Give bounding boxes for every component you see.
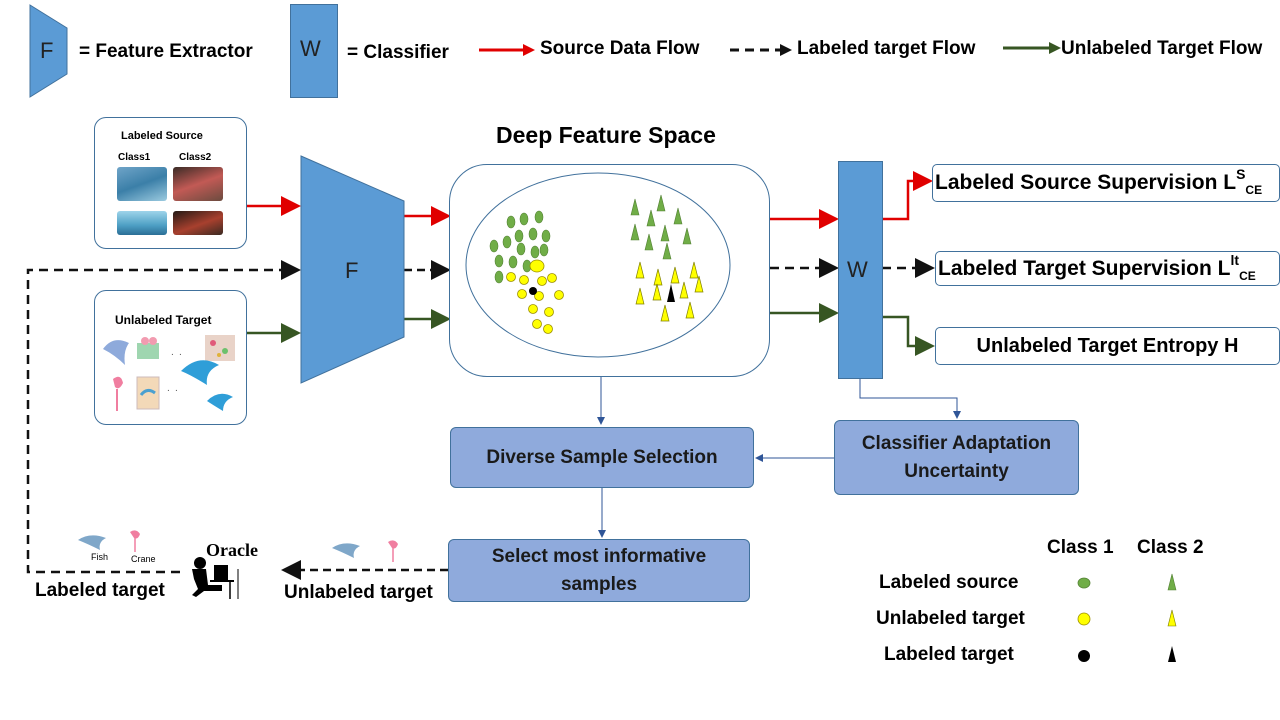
source-supervision-text: Labeled Source Supervision L	[935, 171, 1237, 194]
labeled-source-panel: Labeled Source Class1 Class2	[94, 117, 247, 249]
class2-source-cluster	[630, 194, 692, 260]
legend-row-labeled-target: Labeled target	[884, 644, 1014, 665]
select-informative-line2: samples	[560, 573, 638, 595]
feature-extractor-block	[300, 155, 405, 384]
svg-text:.: .	[175, 383, 178, 394]
entropy-box: Unlabeled Target Entropy H	[935, 327, 1280, 365]
feature-space-plot	[465, 172, 731, 358]
dolphin-image	[117, 211, 167, 235]
class1-labeled-target	[529, 287, 537, 295]
classifier-adaptation-box: Classifier Adaptation Uncertainty	[834, 420, 1079, 495]
classifier-block	[838, 161, 883, 379]
target-supervision-sub: CE	[1239, 268, 1256, 283]
svg-text:.: .	[167, 383, 170, 394]
labeled-target-flow-label: Labeled target	[35, 580, 165, 601]
class2-header: Class 2	[1137, 537, 1204, 558]
select-informative-line1: Select most informative	[491, 545, 707, 567]
labeled-source-title: Labeled Source	[121, 130, 203, 142]
class1-unlabeled-cluster	[506, 259, 564, 334]
class2-unlabeled-cluster	[635, 261, 704, 322]
target-supervision-text: Labeled Target Supervision L	[938, 256, 1231, 280]
class1-label: Class1	[118, 152, 151, 163]
class-legend-markers	[1077, 573, 1177, 662]
legend-w-text: = Classifier	[347, 42, 449, 63]
unlabeled-target-panel: Unlabeled Target .. ..	[94, 290, 247, 425]
labeled-flow-legend-arrow	[730, 44, 792, 56]
classifier-adaptation-line2: Uncertainty	[904, 460, 1009, 482]
svg-text:.: .	[179, 347, 182, 358]
fish-label: Fish	[91, 552, 109, 562]
legend-row-labeled-source: Labeled source	[879, 572, 1019, 593]
class2-label: Class2	[179, 152, 212, 163]
classifier-adaptation-line1: Classifier Adaptation	[861, 432, 1052, 454]
flamingo-image	[173, 167, 223, 201]
class2-labeled-target	[667, 284, 675, 302]
legend-unlabeled-flow: Unlabeled Target Flow	[1061, 38, 1263, 59]
classifier-legend-symbol	[290, 4, 338, 98]
labeled-samples-icons	[78, 530, 140, 552]
legend-f-symbol: F	[40, 38, 54, 63]
crane-label: Crane	[131, 554, 156, 564]
unlabeled-target-images: .. ..	[103, 335, 235, 411]
source-flow-legend-arrow	[479, 44, 535, 56]
legend-labeled-flow: Labeled target Flow	[797, 38, 976, 59]
class1-header: Class 1	[1047, 537, 1114, 558]
oracle-label: Oracle	[206, 540, 258, 560]
unlabeled-samples-icons	[332, 540, 398, 562]
select-informative-box: Select most informative samples	[448, 539, 750, 602]
source-supervision-sup: S	[1236, 166, 1246, 182]
legend-row-unlabeled-target: Unlabeled target	[876, 608, 1025, 629]
unlabeled-target-title: Unlabeled Target	[115, 313, 212, 327]
feature-extractor-label: F	[345, 258, 359, 283]
dolphin-image	[117, 167, 167, 201]
legend-w-symbol: W	[300, 36, 321, 61]
unlabeled-flow-legend-arrow	[1003, 42, 1061, 54]
diverse-sample-selection-label: Diverse Sample Selection	[486, 446, 718, 468]
legend-source-flow: Source Data Flow	[540, 38, 700, 59]
feature-extractor-legend-symbol	[29, 4, 68, 98]
unlabeled-target-flow-label: Unlabeled target	[284, 582, 433, 603]
target-supervision-sup: lt	[1230, 251, 1240, 268]
class1-source-cluster	[489, 210, 551, 284]
source-supervision-sub: CE	[1245, 183, 1263, 197]
diverse-sample-selection-box: Diverse Sample Selection	[450, 427, 754, 488]
legend-f-text: = Feature Extractor	[79, 41, 253, 62]
classifier-label: W	[847, 257, 868, 282]
feature-space-title: Deep Feature Space	[496, 122, 716, 148]
entropy-text: Unlabeled Target Entropy H	[976, 334, 1239, 357]
svg-text:.: .	[171, 347, 174, 358]
flamingo-image	[173, 211, 223, 235]
oracle-person-icon	[192, 557, 239, 599]
